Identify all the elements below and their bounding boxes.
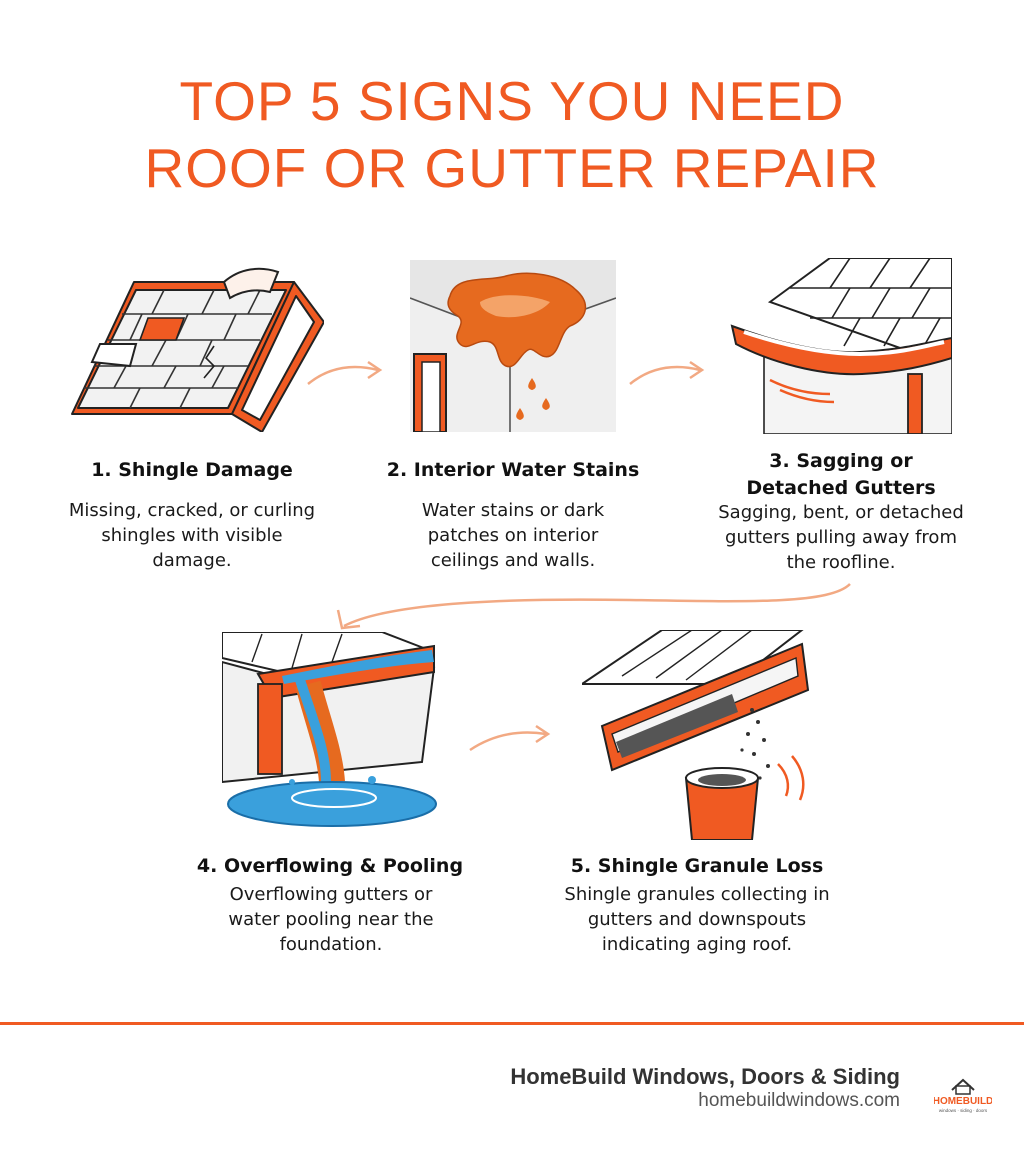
step-4-title: 4. Overflowing & Pooling xyxy=(196,855,464,877)
step-3-title: 3. Sagging or Detached Gutters xyxy=(706,448,976,502)
company-name: HomeBuild Windows, Doors & Siding xyxy=(510,1064,900,1089)
water-stain-icon xyxy=(410,260,616,432)
title-line-1: TOP 5 SIGNS YOU NEED xyxy=(179,70,845,132)
step-3-title-line-2: Detached Gutters xyxy=(746,477,936,499)
step-2-description: Water stains or dark patches on interior… xyxy=(421,500,605,571)
arrow-right-icon xyxy=(307,360,383,385)
step-1-title: 1. Shingle Damage xyxy=(91,459,293,481)
granule-loss-icon xyxy=(582,630,810,840)
step-4-description: Overflowing gutters or water pooling nea… xyxy=(228,884,434,955)
homebuild-logo: HOMEBUILD windows · siding · doors xyxy=(934,1078,992,1113)
title-line-2: ROOF OR GUTTER REPAIR xyxy=(144,137,880,199)
step-3-description: Sagging, bent, or detached gutters pulli… xyxy=(718,502,964,573)
step-1-description: Missing, cracked, or curling shingles wi… xyxy=(68,500,316,571)
step-5-title: 5. Shingle Granule Loss xyxy=(570,855,824,877)
step-2-title: 2. Interior Water Stains xyxy=(386,459,640,481)
arrow-right-icon xyxy=(469,724,551,752)
company-url[interactable]: homebuildwindows.com xyxy=(698,1090,900,1111)
footer-divider xyxy=(0,1022,1024,1025)
logo-text: HOMEBUILD xyxy=(934,1096,992,1107)
step-3-title-line-1: 3. Sagging or xyxy=(769,450,913,472)
damaged-shingles-icon xyxy=(71,267,324,432)
step-5-description: Shingle granules collecting in gutters a… xyxy=(564,884,830,955)
overflowing-gutter-icon xyxy=(222,632,437,827)
sagging-gutter-icon xyxy=(730,258,952,434)
curved-arrow-icon xyxy=(336,583,851,630)
logo-tagline: windows · siding · doors xyxy=(939,1108,988,1113)
arrow-right-icon xyxy=(629,360,705,385)
page-title: TOP 5 SIGNS YOU NEED ROOF OR GUTTER REPA… xyxy=(0,68,1024,202)
